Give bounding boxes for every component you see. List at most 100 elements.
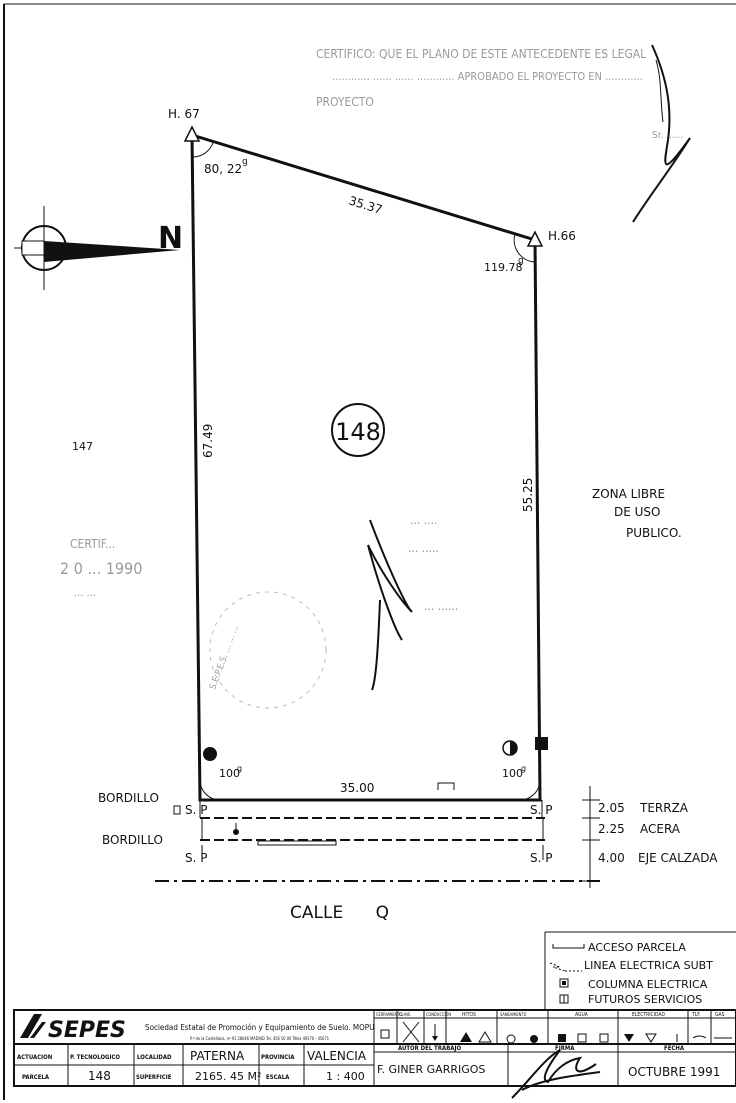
- hito-icon-outline: [478, 1031, 492, 1043]
- value-parcela: 148: [88, 1069, 111, 1083]
- label-superficie: SUPERFICIE: [136, 1074, 172, 1081]
- parcel-boundary: [190, 133, 542, 802]
- dim-value-sidewalk: 2.25: [598, 822, 625, 836]
- service-header-clave: CLAVE: [399, 1012, 411, 1017]
- stamp-line-2: ............ ...... ...... ............ …: [332, 70, 643, 83]
- clave-icon-b: [402, 1021, 420, 1043]
- angle-label-bottom-right: 100: [502, 767, 523, 780]
- faint-left-3: ... ...: [74, 586, 96, 599]
- service-header-gas: GAS: [715, 1012, 725, 1018]
- angle-unit-bottom-left: g: [237, 764, 242, 773]
- value-autor: F. GINER GARRIGOS: [377, 1063, 485, 1076]
- service-symbol-half-fill: [510, 741, 517, 755]
- service-symbol-square: [535, 737, 548, 750]
- faint-stamp-left: CERTIF... 2 0 ... 1990 ... ...: [60, 537, 142, 599]
- legend-label-cable: LINEA ELECTRICA SUBT: [584, 959, 713, 972]
- angle-unit-bottom-right: g: [521, 764, 526, 773]
- street-section: BORDILLO BORDILLO S. P S. P S. P S. P 2.…: [98, 786, 718, 923]
- zone-line-1: ZONA LIBRE: [592, 487, 665, 501]
- hito-h66-marker: [526, 230, 544, 247]
- zone-public-use: ZONA LIBRE DE USO PUBLICO.: [592, 487, 682, 540]
- electricidad-icon-2: [645, 1033, 657, 1043]
- sp-right-bottom: S. P: [530, 851, 552, 865]
- service-header-hitos: HITOS: [462, 1012, 476, 1018]
- angle-arc-top-right: [513, 233, 536, 263]
- agua-icon-2: [577, 1033, 587, 1043]
- title-block: SEPES Sociedad Estatal de Promoción y Eq…: [13, 1009, 736, 1099]
- stamp-signature-stroke: [655, 59, 664, 123]
- parcel-outline: [183, 125, 544, 802]
- north-arrow-half: [21, 240, 45, 256]
- north-label: N: [158, 221, 183, 256]
- faint-seal: S.E.P.E.S. ... ... ...: [208, 591, 327, 709]
- service-header-agua: AGUA: [575, 1012, 589, 1018]
- dim-label-sidewalk: ACERA: [640, 822, 681, 836]
- angle-unit-top-left: g: [242, 157, 248, 167]
- label-escala: ESCALA: [266, 1074, 290, 1081]
- angle-unit-top-right: g: [518, 256, 524, 266]
- faint-left-1: CERTIF...: [70, 537, 115, 551]
- angle-label-bottom-left: 100: [219, 767, 240, 780]
- sepes-logo: SEPES: [20, 1014, 126, 1043]
- label-firma: FIRMA: [555, 1045, 575, 1052]
- legend-access-icon: [552, 944, 585, 949]
- sepes-logo-text: SEPES: [48, 1018, 126, 1043]
- author-signature: [511, 1049, 601, 1099]
- saneamiento-icon-half: [506, 1034, 516, 1044]
- legend-column-fill: [562, 981, 566, 985]
- service-header-tlf: TLF.: [691, 1012, 700, 1018]
- agua-icon-1: [558, 1034, 566, 1042]
- distance-right: 55.25: [521, 478, 535, 512]
- legend: ACCESO PARCELA LINEA ELECTRICA SUBT COLU…: [544, 931, 736, 1010]
- label-parcela: PARCELA: [22, 1074, 50, 1081]
- sp-left-bottom: S. P: [185, 851, 207, 865]
- future-services-symbol-plan: [173, 805, 181, 815]
- vertex-label-h67: H. 67: [168, 107, 200, 121]
- angle-arc-top-left: [192, 142, 214, 158]
- faint-seal-ring: [209, 591, 327, 709]
- label-actuacion: ACTUACION: [17, 1054, 53, 1061]
- value-actuacion: P. TECNOLOGICO: [70, 1054, 120, 1061]
- distance-top: 35.37: [347, 193, 384, 216]
- value-localidad: PATERNA: [190, 1049, 245, 1063]
- vertex-label-h66: H.66: [548, 229, 576, 243]
- zone-line-2: DE USO: [614, 505, 660, 519]
- sidewalk-marker: [233, 829, 239, 835]
- certification-stamp: CERTIFICO: QUE EL PLANO DE ESTE ANTECEDE…: [316, 44, 691, 223]
- dim-label-terrace: TERRZA: [639, 801, 689, 815]
- angle-label-top-left: 80, 22: [204, 162, 242, 176]
- label-provincia: PROVINCIA: [261, 1054, 295, 1061]
- service-symbol-filled-circle: [203, 747, 217, 761]
- label-localidad: LOCALIDAD: [137, 1054, 172, 1061]
- sp-left-top: S. P: [185, 803, 207, 817]
- service-header-electricidad: ELECTRICIDAD: [632, 1012, 665, 1018]
- faint-center-3: ... ......: [424, 599, 458, 613]
- legend-label-future: FUTUROS SERVICIOS: [588, 993, 702, 1006]
- faint-center-1: ... ....: [410, 513, 437, 527]
- cerramiento-icon: [380, 1029, 390, 1039]
- north-arrow: N: [14, 206, 183, 290]
- legend-cable-icon: [549, 962, 582, 972]
- org-address: P.º de la Castellana, nº 91 28046 MADRID…: [190, 1036, 329, 1041]
- sidewalk-feature: [257, 840, 337, 846]
- faint-seal-text: S.E.P.E.S. ... ... ...: [208, 624, 241, 691]
- hito-h67-marker: [183, 125, 201, 142]
- faint-center-2: ... .....: [408, 541, 439, 555]
- angle-arc-bottom-right: [519, 779, 541, 801]
- plot-signature: [367, 519, 413, 691]
- neighbor-parcel-147: 147: [72, 440, 93, 453]
- service-header-cerramiento: CERRAMIENTO: [376, 1012, 402, 1017]
- label-fecha: FECHA: [664, 1045, 685, 1052]
- stamp-signature: [632, 44, 691, 223]
- angle-label-top-right: 119.78: [484, 261, 523, 274]
- value-superficie: 2165. 45 M²: [195, 1070, 261, 1083]
- org-name: Sociedad Estatal de Promoción y Equipami…: [145, 1022, 374, 1032]
- zone-line-3: PUBLICO.: [626, 526, 682, 540]
- conduccion-arrow-icon: [432, 1036, 438, 1041]
- dim-value-terrace: 2.05: [598, 801, 625, 815]
- hito-icon-filled: [460, 1032, 472, 1042]
- tlf-icon: [692, 1035, 707, 1039]
- service-header-saneamiento: SANEAMIENTO: [500, 1012, 527, 1017]
